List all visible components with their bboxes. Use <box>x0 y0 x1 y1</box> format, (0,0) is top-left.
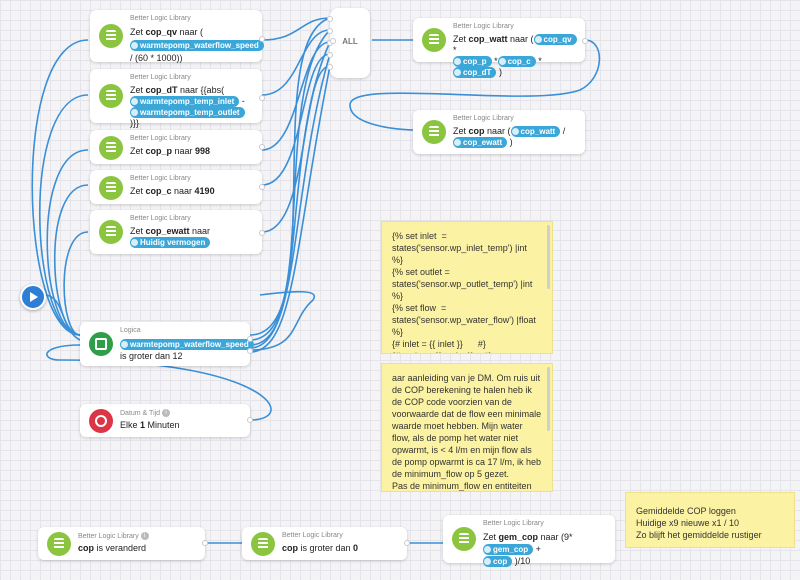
library-icon <box>251 532 275 556</box>
library-icon <box>99 84 123 108</box>
card-set-cop-p[interactable]: Better Logic Library Zet cop_p naar 998 <box>90 130 265 164</box>
library-label: Better Logic Library <box>130 135 191 142</box>
library-icon <box>422 28 446 52</box>
note-scrollbar[interactable] <box>547 367 550 431</box>
library-label: Better Logic Library <box>453 115 514 122</box>
token-tag: warmtepomp_temp_inlet <box>130 96 240 108</box>
library-label: Better Logic Library <box>130 15 191 22</box>
card-text: Zet cop naar (cop_watt / cop_ewatt ) <box>453 126 566 149</box>
all-node[interactable]: ALL <box>327 8 370 78</box>
output-port[interactable] <box>259 230 265 236</box>
card-text: Zet cop_c naar 4190 <box>130 186 215 196</box>
all-label: ALL <box>342 37 358 46</box>
info-icon[interactable]: i <box>162 409 171 417</box>
library-icon <box>47 532 71 556</box>
output-port[interactable] <box>259 184 265 190</box>
card-text: Zet cop_ewatt naar Huidig vermogen <box>130 226 211 249</box>
note-code[interactable]: {% set inlet = states('sensor.wp_inlet_t… <box>381 221 553 354</box>
card-text: cop is veranderd <box>78 543 147 553</box>
library-icon <box>422 120 446 144</box>
card-set-cop-c[interactable]: Better Logic Library Zet cop_c naar 4190 <box>90 170 265 204</box>
card-set-cop-watt[interactable]: Better Logic Library Zet cop_watt naar (… <box>413 18 588 79</box>
output-port[interactable] <box>582 38 588 44</box>
note-gemiddelde[interactable]: Gemiddelde COP loggen Huidige x9 nieuwe … <box>625 492 795 548</box>
card-set-cop-dt[interactable]: Better Logic Library Zet cop_dT naar {{a… <box>90 69 265 128</box>
card-set-cop-ewatt[interactable]: Better Logic Library Zet cop_ewatt naar … <box>90 210 265 254</box>
card-text: Zet gem_cop naar (9*gem_cop + cop )/10 <box>483 532 573 568</box>
output-port[interactable] <box>247 417 253 423</box>
card-set-gem-cop[interactable]: Better Logic Library Zet gem_cop naar (9… <box>443 515 615 568</box>
token-tag: cop_ewatt <box>453 137 508 149</box>
token-tag: warmtepomp_waterflow_speed <box>130 40 264 52</box>
library-label: Better Logic Library <box>130 74 191 81</box>
card-set-cop-qv[interactable]: Better Logic Library Zet cop_qv naar ( w… <box>90 10 265 65</box>
card-text: Zet cop_p naar 998 <box>130 146 211 156</box>
output-port[interactable] <box>330 38 336 44</box>
card-text: warmtepomp_waterflow_speed is groter dan… <box>120 338 254 362</box>
token-tag: cop <box>483 556 513 568</box>
input-port[interactable] <box>327 52 333 58</box>
logic-icon <box>89 332 113 356</box>
play-button[interactable] <box>20 284 46 310</box>
note-code-text: {% set inlet = states('sensor.wp_inlet_t… <box>392 231 536 353</box>
card-set-cop[interactable]: Better Logic Library Zet cop naar (cop_w… <box>413 110 585 154</box>
output-port[interactable] <box>259 144 265 150</box>
token-tag: cop_qv <box>533 34 577 46</box>
logic-label: Logica <box>120 327 141 334</box>
clock-icon <box>89 409 113 433</box>
output-port[interactable] <box>259 95 265 101</box>
token-tag: cop_dT <box>453 67 497 79</box>
library-label: Better Logic Library <box>282 532 343 539</box>
token-tag: gem_cop <box>483 544 534 556</box>
info-icon[interactable]: i <box>140 532 149 540</box>
card-text: Zet cop_qv naar ( warmtepomp_waterflow_s… <box>130 26 264 65</box>
note-explanation[interactable]: aar aanleiding van je DM. Om ruis uit de… <box>381 363 553 492</box>
token-tag: cop_c <box>497 56 536 68</box>
token-tag: cop_p <box>453 56 492 68</box>
note-explanation-text: aar aanleiding van je DM. Om ruis uit de… <box>392 373 542 491</box>
library-icon <box>99 24 123 48</box>
card-text: Elke 1 Minuten <box>120 420 180 430</box>
output-port[interactable] <box>247 336 253 342</box>
library-icon <box>99 136 123 160</box>
library-label: Better Logic Library <box>453 23 514 30</box>
output-port[interactable] <box>259 36 265 42</box>
token-tag: cop_watt <box>510 126 561 138</box>
card-text: Zet cop_dT naar {{abs( warmtepomp_temp_i… <box>130 85 245 129</box>
input-port[interactable] <box>327 28 333 34</box>
library-icon <box>99 220 123 244</box>
output-port[interactable] <box>247 348 253 354</box>
output-port[interactable] <box>202 540 208 546</box>
card-text: cop is groter dan 0 <box>282 543 359 553</box>
token-tag: warmtepomp_waterflow_speed <box>120 339 254 351</box>
note-gemiddelde-text: Gemiddelde COP loggen Huidige x9 nieuwe … <box>636 506 762 540</box>
input-port[interactable] <box>327 16 333 22</box>
library-label: Better Logic Library <box>483 520 544 527</box>
card-logic-condition[interactable]: Logica warmtepomp_waterflow_speed is gro… <box>80 322 254 366</box>
note-scrollbar[interactable] <box>547 225 550 289</box>
token-tag: warmtepomp_temp_outlet <box>130 107 245 119</box>
card-cop-greater[interactable]: Better Logic Library cop is groter dan 0 <box>242 527 410 560</box>
token-tag: Huidig vermogen <box>130 237 211 249</box>
library-label: Better Logic Library <box>130 175 191 182</box>
output-port[interactable] <box>404 540 410 546</box>
library-label: Better Logic Library <box>130 215 191 222</box>
input-port[interactable] <box>327 64 333 70</box>
library-icon <box>452 527 476 551</box>
card-text: Zet cop_watt naar (cop_qv * cop_p *cop_c… <box>453 34 579 79</box>
library-icon <box>99 176 123 200</box>
